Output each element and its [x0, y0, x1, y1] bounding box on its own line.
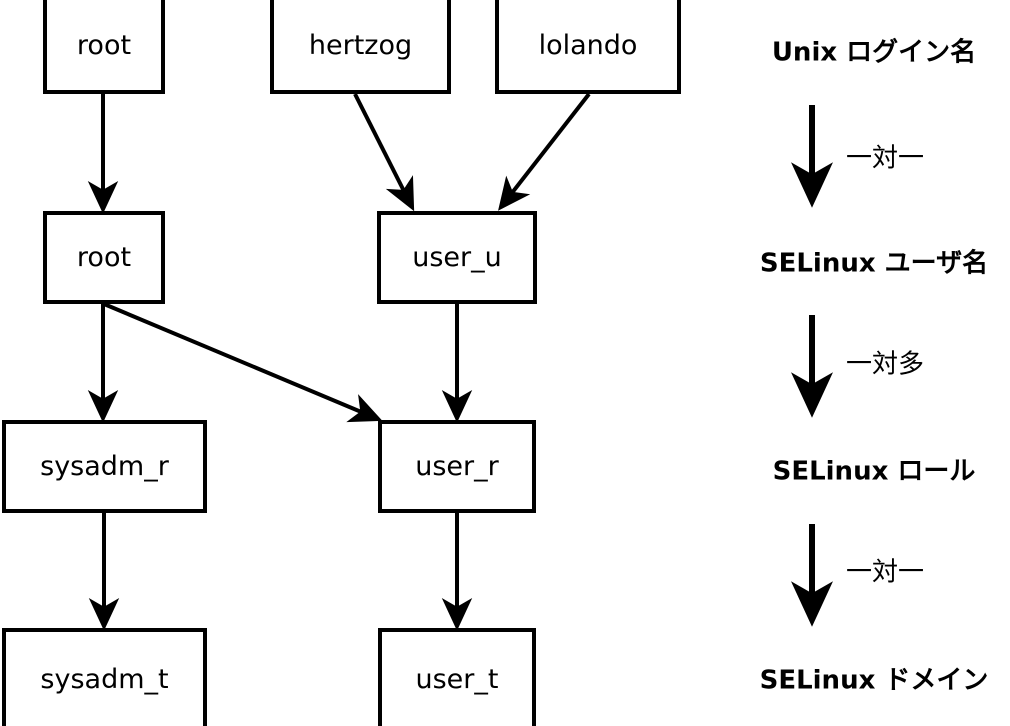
- node-label-seuser-root: root: [76, 242, 132, 273]
- node-label-domain-sysadm_t: sysadm_t: [40, 663, 169, 695]
- legend-layer-label-selinux-user: SELinux ユーザ名: [759, 248, 989, 279]
- node-box-role-user_r: user_r: [378, 420, 536, 513]
- node-label-login-lolando: lolando: [538, 29, 638, 61]
- node-box-seuser-root: root: [43, 211, 165, 304]
- node-label-seuser-user_u: user_u: [412, 242, 502, 273]
- edge-seuser-root-to-role-user_r: [103, 302, 383, 423]
- node-label-domain-user_t: user_t: [415, 663, 499, 695]
- legend-relation-label-login-to-user: 一対一: [846, 143, 925, 174]
- node-box-domain-user_t: user_t: [378, 628, 536, 726]
- node-box-login-hertzog: hertzog: [270, 0, 451, 94]
- edge-login-hertzog-to-seuser-user_u: [353, 93, 415, 212]
- legend-layer-label-selinux-role: SELinux ロール: [772, 456, 976, 487]
- node-label-role-user_r: user_r: [415, 451, 499, 482]
- node-box-domain-sysadm_t: sysadm_t: [2, 628, 207, 726]
- flow-arrows: [87, 92, 591, 631]
- node-box-role-sysadm_r: sysadm_r: [2, 420, 207, 513]
- legend-layer-label-unix-login: Unix ログイン名: [771, 37, 977, 68]
- legend-relation-label-user-to-role: 一対多: [846, 349, 925, 380]
- edge-login-lolando-to-seuser-user_u: [498, 92, 591, 211]
- node-label-role-sysadm_r: sysadm_r: [40, 451, 169, 482]
- legend-layer-label-selinux-domain: SELinux ドメイン: [759, 665, 989, 696]
- legend-relation-label-role-to-domain: 一対一: [846, 557, 925, 588]
- node-box-seuser-user_u: user_u: [377, 211, 537, 304]
- node-label-login-hertzog: hertzog: [308, 29, 413, 61]
- node-box-login-root: root: [43, 0, 165, 94]
- node-label-login-root: root: [76, 29, 132, 61]
- node-box-login-lolando: lolando: [495, 0, 681, 94]
